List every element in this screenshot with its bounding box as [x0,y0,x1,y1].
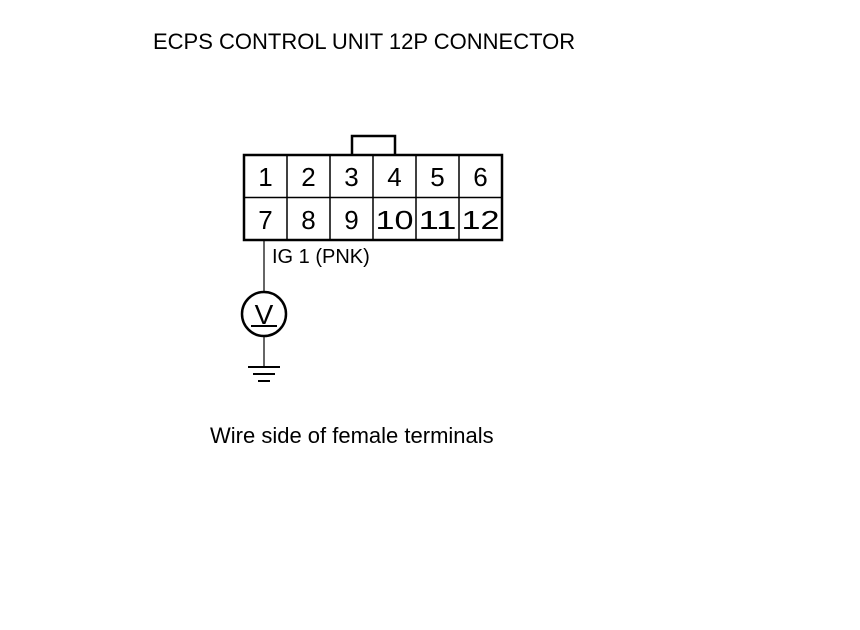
diagram-title: ECPS CONTROL UNIT 12P CONNECTOR [153,29,575,54]
ground-icon [248,366,280,382]
pin-number: 1 [258,162,272,192]
connector-lock-tab [350,134,397,155]
voltmeter-symbol: V [255,299,274,330]
pin-number: 4 [387,162,401,192]
pin-number: 12 [462,205,500,235]
pin-number: 9 [344,205,358,235]
voltmeter-icon: V [240,290,288,338]
pin-number: 8 [301,205,315,235]
diagram-caption: Wire side of female terminals [210,423,494,448]
wire-label: IG 1 (PNK) [272,246,370,268]
pin-number: 11 [419,205,457,235]
pin-number: 7 [258,205,272,235]
pin-number: 10 [376,205,414,235]
pin-number: 3 [344,162,358,192]
pin-number: 6 [473,162,487,192]
connector-12p: 1 2 3 4 5 6 7 8 9 10 11 12 [242,134,504,242]
pin-number: 5 [430,162,444,192]
pin-number: 2 [301,162,315,192]
